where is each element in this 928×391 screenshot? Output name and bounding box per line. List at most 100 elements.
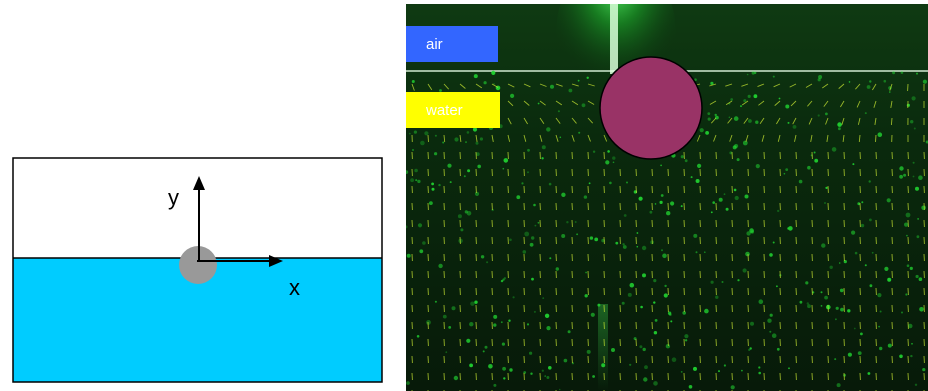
seed-dot — [798, 179, 803, 184]
velocity-vector — [758, 100, 765, 106]
seed-dot — [483, 81, 487, 85]
seed-dot — [548, 366, 552, 370]
piv-vector-field — [406, 4, 928, 391]
seed-dot — [488, 364, 493, 369]
seed-dot — [748, 348, 751, 351]
seed-dot — [721, 281, 724, 283]
seed-dot — [480, 255, 485, 259]
seed-dot — [818, 75, 823, 79]
seed-dot — [442, 141, 445, 144]
seed-dot — [879, 346, 883, 351]
seed-dot — [852, 163, 855, 166]
seed-dot — [464, 210, 468, 214]
seed-dot — [451, 306, 456, 311]
seed-dot — [661, 249, 663, 252]
velocity-vector — [427, 134, 429, 143]
seed-dot — [412, 149, 414, 151]
seed-dot — [406, 225, 408, 229]
seed-dot — [847, 352, 852, 357]
seed-dot — [527, 171, 529, 174]
seed-dot — [884, 266, 889, 271]
seed-dot — [663, 293, 668, 298]
velocity-vector — [491, 134, 494, 142]
seed-dot — [825, 112, 828, 116]
seed-dot — [503, 158, 509, 163]
seed-dot — [406, 253, 411, 258]
seed-dot — [747, 94, 751, 98]
seed-dot — [509, 368, 513, 372]
seed-dot — [848, 81, 851, 83]
seed-dot — [438, 183, 441, 187]
seed-dot — [917, 218, 919, 220]
schematic-frame — [12, 157, 383, 383]
velocity-vector — [587, 83, 595, 87]
seed-dot — [805, 281, 809, 285]
seed-dot — [912, 175, 915, 178]
seed-dot — [473, 74, 478, 79]
seed-dot — [493, 83, 495, 85]
seed-dot — [466, 131, 470, 134]
light-streak-top — [610, 4, 618, 74]
seed-dot — [911, 343, 913, 345]
seed-dot — [750, 230, 754, 234]
seed-dot — [531, 236, 535, 240]
seed-dot — [522, 250, 527, 254]
seed-dot — [861, 201, 864, 204]
velocity-vector — [889, 83, 893, 91]
seed-dot — [544, 313, 550, 318]
seed-dot — [482, 350, 485, 353]
velocity-vector — [603, 134, 608, 142]
velocity-vector — [523, 117, 528, 125]
seed-dot — [669, 313, 672, 316]
velocity-vector — [491, 83, 499, 88]
seed-dot — [914, 383, 918, 386]
seed-dot — [605, 160, 610, 165]
seed-dot — [566, 221, 569, 224]
seed-dot — [788, 226, 793, 231]
velocity-vector — [727, 117, 733, 124]
seed-dot — [835, 306, 839, 310]
seed-dot — [853, 327, 856, 330]
seed-dot — [831, 147, 837, 152]
seed-dot — [718, 197, 723, 202]
interface-schematic: y x — [12, 157, 383, 383]
seed-dot — [463, 175, 466, 178]
seed-dot — [660, 194, 664, 197]
seed-dot — [688, 385, 693, 389]
seed-dot — [612, 156, 616, 160]
seed-dot — [629, 282, 635, 288]
seed-dot — [878, 325, 880, 328]
seed-dot — [767, 318, 772, 323]
seed-dot — [742, 268, 747, 273]
velocity-vector — [443, 134, 446, 143]
seed-dot — [627, 292, 632, 297]
seed-dot — [787, 121, 790, 124]
seed-dot — [871, 251, 874, 254]
seed-dot — [776, 285, 778, 288]
seed-dot — [733, 116, 739, 121]
x-axis-label: x — [289, 275, 300, 300]
seed-dot — [541, 369, 544, 372]
seed-dot — [457, 214, 462, 219]
velocity-vector — [794, 134, 797, 142]
seed-dot — [548, 182, 552, 186]
seed-dot — [742, 140, 748, 146]
velocity-vector — [539, 134, 543, 142]
x-arrowhead — [269, 255, 283, 267]
velocity-vector — [842, 134, 845, 142]
velocity-vector — [822, 83, 829, 89]
seed-dot — [567, 330, 571, 334]
seed-dot — [607, 150, 610, 153]
floating-sphere — [599, 56, 703, 160]
velocity-vector — [741, 83, 749, 87]
seed-dot — [594, 237, 599, 242]
seed-dot — [746, 231, 751, 236]
seed-dot — [883, 79, 887, 83]
seed-dot — [723, 364, 726, 367]
velocity-vector — [475, 134, 478, 142]
seed-dot — [718, 370, 720, 373]
seed-dot — [744, 194, 749, 199]
seed-dot — [639, 345, 643, 349]
seed-dot — [695, 251, 698, 254]
velocity-vector — [710, 117, 717, 124]
